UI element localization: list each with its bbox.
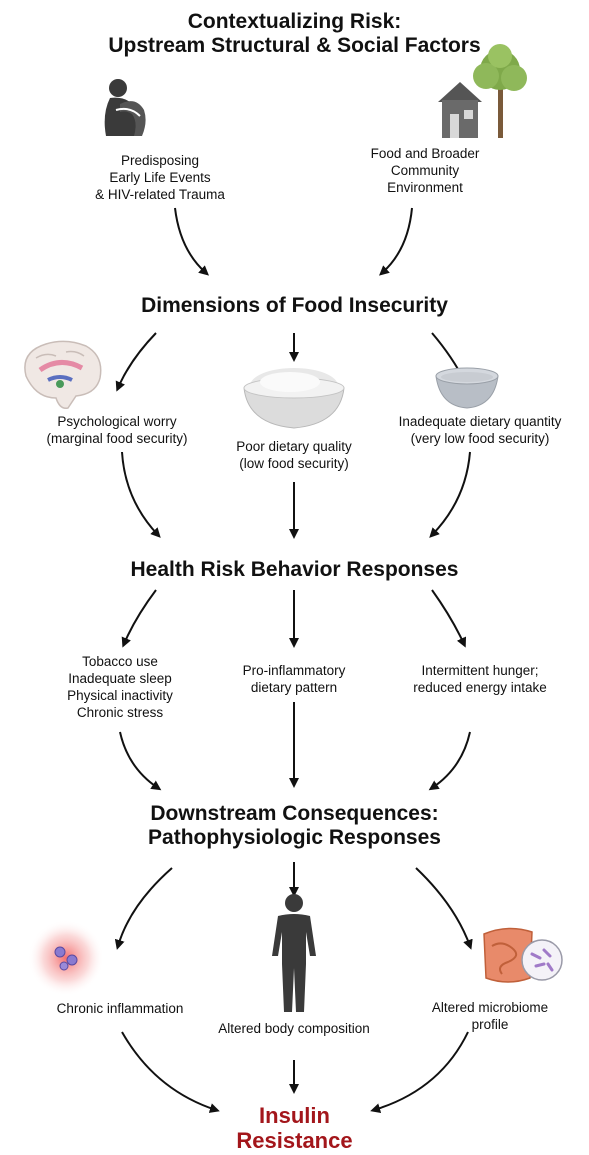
top-right-label-line: Community [390,163,460,178]
food-insecurity-title: Dimensions of Food Insecurity [141,294,448,317]
fi-left-label-line: Psychological worry [57,414,177,429]
ds-center-label: Altered body composition [194,1020,394,1037]
top-left-label-line: Predisposing [120,153,200,168]
empty-bowl-icon [435,367,499,409]
outcome-title: Insulin Resistance [0,1103,589,1153]
beh-left-label-line: Chronic stress [76,705,164,720]
arrow-fi2beh-right [429,451,471,538]
ds-center-label-line: Altered body composition [218,1021,370,1036]
arrow-beh-right [431,589,467,648]
fi-left-label-line: (marginal food security) [46,431,188,446]
person-hugging-knees-icon [104,79,146,136]
arrow-ds-right [415,867,473,950]
beh-left-label: Tobacco use Inadequate sleep Physical in… [30,653,210,721]
outcome-line2: Resistance [236,1128,353,1153]
fi-right-label: Inadequate dietary quantity (very low fo… [374,413,586,447]
fi-right-label-line: (very low food security) [410,431,550,446]
top-title-line1: Contextualizing Risk: [187,10,402,33]
fi-right-label-line: Inadequate dietary quantity [398,414,562,429]
beh-center-label: Pro-inflammatory dietary pattern [214,662,374,696]
ds-right-label-line: profile [471,1017,509,1032]
beh-left-label-line: Tobacco use [82,654,158,669]
arrow-out-left [121,1031,220,1113]
outcome-line1: Insulin [259,1103,330,1128]
beh-right-label-line: reduced energy intake [413,680,547,695]
arrow-beh2ds-left [119,731,162,791]
fi-left-label: Psychological worry (marginal food secur… [2,413,232,447]
beh-center-label-line: dietary pattern [250,680,338,695]
downstream-title-line2: Pathophysiologic Responses [148,826,441,849]
behavior-title: Health Risk Behavior Responses [130,558,459,581]
arrow-beh-left [121,589,157,648]
top-right-label-line: Environment [387,180,463,195]
downstream-title-line1: Downstream Consequences: [150,802,439,825]
beh-center-label-line: Pro-inflammatory [242,663,346,678]
intestine-microbiome-icon [483,927,563,983]
full-bowl-icon [243,368,345,429]
human-body-icon [272,894,316,1012]
beh-left-label-line: Inadequate sleep [68,671,172,686]
beh-right-label-line: Intermittent hunger; [421,663,539,678]
arrow-ds-left [114,867,173,950]
arrow-beh2ds-right [428,731,471,791]
beh-left-label-line: Physical inactivity [67,688,173,703]
beh-right-label: Intermittent hunger; reduced energy inta… [395,662,565,696]
top-left-label-line: & HIV-related Trauma [95,187,225,202]
arrow-top-left [174,207,209,276]
fi-center-label-line: (low food security) [239,456,349,471]
arrow-out-right [370,1031,469,1114]
top-right-label: Food and Broader Community Environment [340,145,510,196]
ds-right-label-line: Altered microbiome [431,1000,549,1015]
house-tree-icon [438,44,527,138]
fi-center-label: Poor dietary quality (low food security) [204,438,384,472]
downstream-title: Downstream Consequences: Pathophysiologi… [0,802,589,850]
arrow-top-right [379,207,413,276]
top-right-label-line: Food and Broader [370,146,480,161]
arrow-fi2beh-left [121,451,161,538]
brain-icon [24,340,102,410]
ds-left-label-line: Chronic inflammation [56,1001,184,1016]
ds-left-label: Chronic inflammation [20,1000,220,1017]
fi-center-label-line: Poor dietary quality [236,439,352,454]
top-title: Contextualizing Risk: Upstream Structura… [0,10,589,58]
top-title-line2: Upstream Structural & Social Factors [108,34,481,57]
ds-right-label: Altered microbiome profile [410,999,570,1033]
arrow-fi-left [115,332,157,392]
top-left-label-line: Early Life Events [109,170,211,185]
inflammation-cells-icon [28,920,104,996]
top-left-label: Predisposing Early Life Events & HIV-rel… [60,152,260,203]
